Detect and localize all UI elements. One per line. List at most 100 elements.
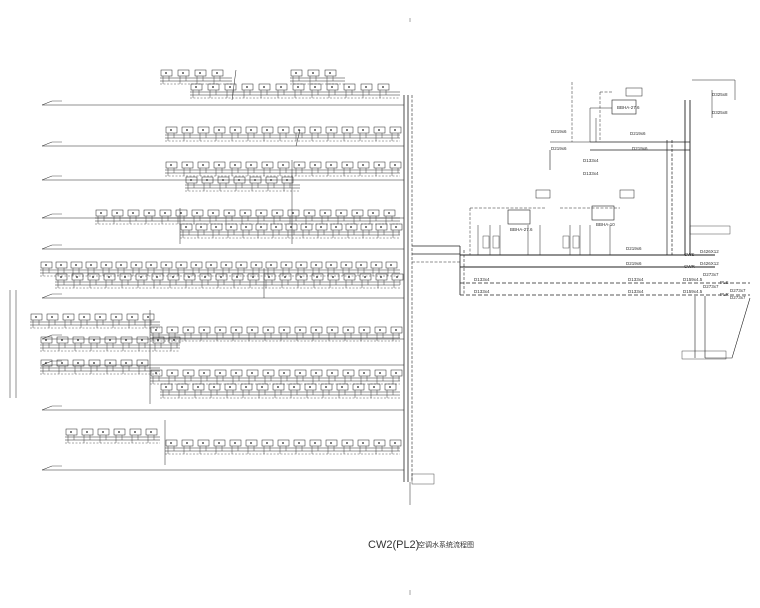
valve-icon [330,442,332,444]
equipment-label-2: BBHA-27.6 [510,227,533,232]
valve-icon [170,442,172,444]
unit-box [245,126,258,134]
valve-icon [363,372,365,374]
unit-box [70,261,83,269]
unit-box [113,428,126,436]
unit-box [142,313,155,321]
valve-icon [350,226,352,228]
valve-icon [93,339,95,341]
valve-icon [389,386,391,388]
valve-icon [195,86,197,88]
valve-icon [373,386,375,388]
valve-icon [298,442,300,444]
valve-icon [314,129,316,131]
valve-icon [362,164,364,166]
unit-box [160,261,173,269]
pipe-label-d273-d: D273x7 [730,295,746,300]
valve-icon [250,442,252,444]
valve-icon [329,72,331,74]
pipe-label-d219-top: D219x6 [630,131,646,136]
pipe-tag-cws: CWS [684,252,695,257]
unit-box [367,209,380,217]
unit-box [177,69,190,77]
valve-icon [222,179,224,181]
unit-box [239,209,252,217]
unit-box [181,126,194,134]
valve-icon [156,276,158,278]
unit-box [205,261,218,269]
unit-box [180,223,193,231]
unit-box [245,439,258,447]
pipe-tag-plr: PLR [720,292,730,297]
unit-box [126,313,139,321]
unit-box [340,261,353,269]
valve-icon [235,329,237,331]
unit-box [360,83,373,91]
valve-icon [340,212,342,214]
valve-icon [99,316,101,318]
unit-box [245,161,258,169]
valve-icon [219,329,221,331]
pipe-label-d159-b: D159x4.5 [683,289,703,294]
valve-icon [220,276,222,278]
valve-icon [314,442,316,444]
valve-icon [76,276,78,278]
unit-box [324,69,337,77]
valve-icon [260,226,262,228]
valve-icon [379,372,381,374]
valve-icon [341,386,343,388]
valve-icon [83,316,85,318]
valve-icon [187,329,189,331]
valve-icon [250,129,252,131]
valve-icon [252,276,254,278]
unit-box [78,313,91,321]
unit-box [104,359,117,367]
valve-icon [282,129,284,131]
valve-icon [186,442,188,444]
valve-icon [300,264,302,266]
unit-box [210,223,223,231]
valve-icon [346,164,348,166]
unit-box [249,176,262,184]
valve-icon [285,264,287,266]
unit-box [262,326,275,334]
unit-box [357,161,370,169]
unit-box [160,383,173,391]
unit-box [115,261,128,269]
unit-box [358,326,371,334]
valve-icon [300,276,302,278]
valve-icon [266,442,268,444]
unit-box [231,273,244,281]
unit-box [535,189,551,199]
valve-icon [93,362,95,364]
unit-box [130,261,143,269]
valve-icon [215,226,217,228]
valve-icon [379,329,381,331]
valve-icon [180,264,182,266]
valve-icon [212,86,214,88]
unit-box [88,359,101,367]
valve-icon [229,386,231,388]
unit-box [185,176,198,184]
valve-icon [250,164,252,166]
valve-icon [325,386,327,388]
valve-icon [293,386,295,388]
valve-icon [298,164,300,166]
unit-box [295,261,308,269]
unit-box [281,176,294,184]
unit-box [389,161,402,169]
valve-icon [60,264,62,266]
valve-icon [147,316,149,318]
valve-icon [125,362,127,364]
unit-box [309,439,322,447]
valve-icon [51,316,53,318]
unit-box [55,261,68,269]
unit-box [336,383,349,391]
valve-icon [347,329,349,331]
unit-box [168,336,181,344]
valve-icon [213,386,215,388]
valve-icon [150,431,152,433]
floor-marker [41,244,53,250]
unit-box [279,273,292,281]
valve-icon [190,179,192,181]
